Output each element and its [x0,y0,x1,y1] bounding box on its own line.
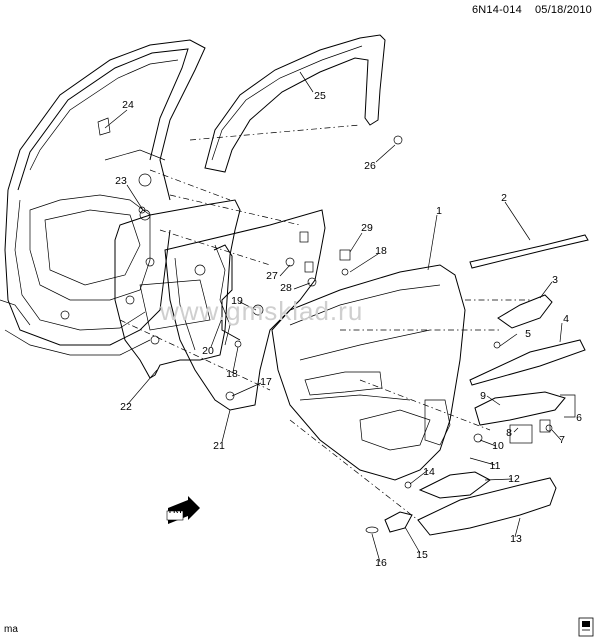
callout-13: 13 [510,533,522,545]
callout-23: 23 [115,175,127,187]
upper-molding [204,34,386,173]
callout-15: 15 [416,549,428,561]
diagram-code: 6N14-014 [471,4,522,16]
callout-4: 4 [563,313,569,325]
door-frame [0,39,206,356]
front-badge: FRT [169,508,183,515]
wiring-harness [213,244,241,341]
callout-2: 2 [501,192,507,204]
alignment-lines [119,124,530,521]
callout-12: 12 [508,473,520,485]
callout-19: 19 [231,295,243,307]
callout-9: 9 [480,390,486,402]
callout-27: 27 [266,270,278,282]
callout-6: 6 [576,412,582,424]
callout-14: 14 [423,466,435,478]
corner-tag: ma [4,624,18,635]
watermark: www.gmsklad.ru [160,296,364,326]
callout-1: 1 [436,205,442,217]
callout-18-upper: 18 [375,245,387,257]
callout-8: 8 [506,427,512,439]
callout-leaders [104,71,576,563]
callout-7: 7 [559,434,565,446]
legend-icon [578,617,594,637]
armrest [417,477,557,536]
door-trim-panel [271,264,466,481]
switch-bezel [474,391,566,444]
callout-22: 22 [120,401,132,413]
plug-16 [365,526,379,534]
callout-25: 25 [314,90,326,102]
callout-10: 10 [492,440,504,452]
callout-16: 16 [375,557,387,569]
lower-bracket [384,511,413,533]
armrest-trim-strip [469,339,586,386]
diagram-header: 6N14-014 05/18/2010 [472,4,592,16]
callout-18-lower: 18 [226,368,238,380]
callout-24: 24 [122,99,134,111]
callout-3: 3 [552,274,558,286]
callout-29: 29 [361,222,373,234]
callout-5: 5 [525,328,531,340]
callout-21: 21 [213,440,225,452]
diagram-date: 05/18/2010 [534,4,592,16]
callout-20: 20 [202,345,214,357]
door-inner-panel [114,199,241,379]
callout-11: 11 [489,460,501,472]
inside-handle [497,294,553,329]
callout-28: 28 [280,282,292,294]
vapor-barrier [164,209,326,411]
callout-17: 17 [260,376,272,388]
front-direction-arrow [166,496,200,524]
callout-26: 26 [364,160,376,172]
belt-molding [469,234,589,269]
